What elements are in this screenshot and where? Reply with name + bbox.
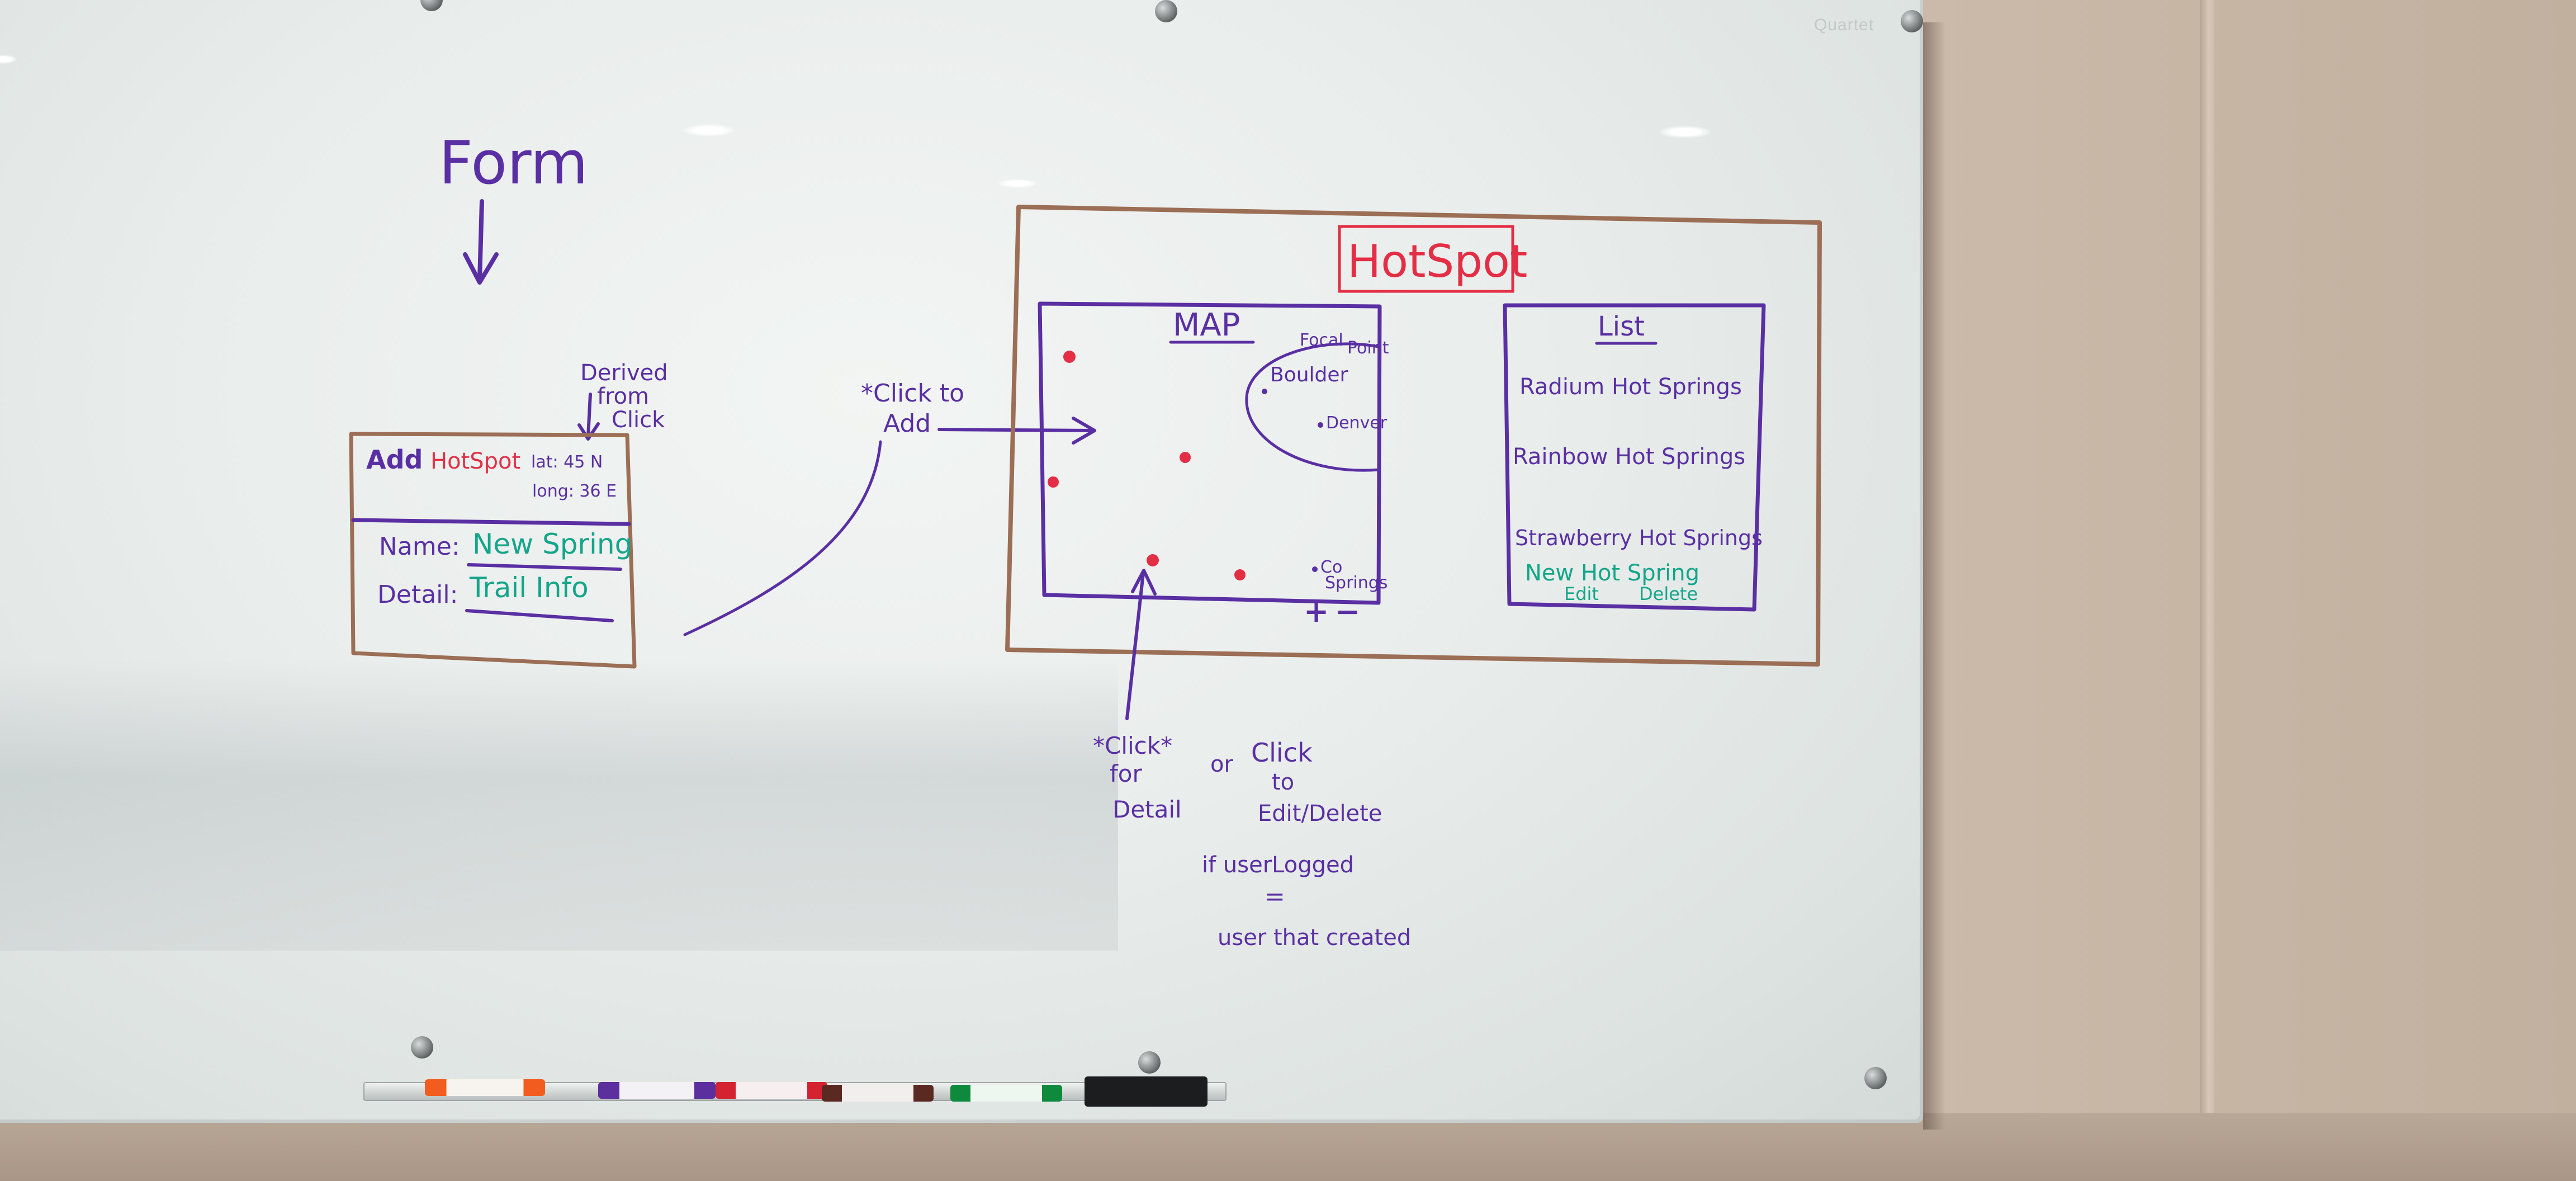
mount-bottom-right <box>1864 1067 1887 1089</box>
list-delete-button[interactable]: Delete <box>1639 583 1698 604</box>
focal-area-circle <box>1245 342 1380 472</box>
hotspot-marker-icon[interactable] <box>1063 351 1076 363</box>
focal-point-label-1: Focal <box>1300 330 1343 350</box>
form-connector-line <box>683 440 882 636</box>
derived-note-line1: Derived <box>580 360 668 386</box>
click-to-add-line1: *Click to <box>861 379 964 408</box>
marker-green[interactable] <box>950 1085 1062 1102</box>
list-item-rainbow[interactable]: Rainbow Hot Springs <box>1513 444 1745 470</box>
condition-line3: user that created <box>1218 925 1411 951</box>
condition-line1: if userLogged <box>1202 852 1354 878</box>
hotspot-marker-icon[interactable] <box>1048 476 1059 488</box>
denver-dot <box>1318 422 1323 428</box>
brand-logo: Quartet <box>1814 16 1874 34</box>
form-down-arrow-icon <box>463 199 499 285</box>
city-denver: Denver <box>1326 413 1388 433</box>
zoom-out-button[interactable]: − <box>1335 594 1360 629</box>
form-name-value[interactable]: New Spring <box>472 528 632 560</box>
click-to-add-arrow-icon <box>937 417 1096 445</box>
list-edit-button[interactable]: Edit <box>1564 583 1599 604</box>
hotspot-marker-icon[interactable] <box>1147 554 1159 566</box>
map-title: MAP <box>1173 307 1240 343</box>
derived-arrow-icon <box>577 393 600 441</box>
condition-line2: = <box>1265 882 1285 911</box>
whiteboard-eraser[interactable] <box>1085 1076 1208 1107</box>
app-title-box <box>1338 225 1514 293</box>
list-item-radium[interactable]: Radium Hot Springs <box>1519 374 1742 400</box>
form-detail-value[interactable]: Trail Info <box>469 571 589 604</box>
edit-delete-line2: to <box>1272 769 1294 795</box>
board-reflection <box>0 660 1118 951</box>
wall-corner <box>2200 0 2214 1181</box>
marker-purple[interactable] <box>598 1082 716 1099</box>
edit-delete-line1: Click <box>1251 738 1313 768</box>
click-for-detail-arrow-icon <box>1125 569 1157 720</box>
mount-bottom-left <box>411 1036 433 1059</box>
whiteboard: Quartet <box>0 0 1923 1123</box>
board-shadow <box>1923 22 1945 1130</box>
ceiling-light-reflection <box>683 124 735 136</box>
form-hotspot-label: HotSpot <box>430 448 520 474</box>
click-for-detail-line3: Detail <box>1112 796 1182 823</box>
hotspot-app-frame: HotSpot <box>1005 205 1822 667</box>
edit-delete-line3: Edit/Delete <box>1258 801 1382 826</box>
form-lat: lat: 45 N <box>531 452 603 472</box>
click-to-add-line2: Add <box>883 409 931 438</box>
hotspot-marker-icon[interactable] <box>1180 452 1191 463</box>
or-label: or <box>1210 752 1233 777</box>
derived-note-line2: from <box>597 384 649 409</box>
mount-top-center <box>1155 0 1177 22</box>
hotspot-markers[interactable] <box>1048 351 1246 580</box>
mount-top-right <box>1901 10 1923 32</box>
marker-brown[interactable] <box>822 1085 934 1102</box>
list-panel: List Radium Hot Springs Rainbow Hot Spri… <box>1503 303 1766 612</box>
marker-orange[interactable] <box>425 1079 545 1096</box>
form-add-label: Add <box>366 445 423 475</box>
mount-bottom-center <box>1138 1051 1161 1074</box>
form-long: long: 36 E <box>532 481 617 501</box>
mount-top-left <box>420 0 443 11</box>
app-title: HotSpot <box>1347 235 1527 287</box>
boulder-dot <box>1262 389 1267 394</box>
hotspot-marker-icon[interactable] <box>1234 569 1246 580</box>
form-card: Add HotSpot lat: 45 N long: 36 E Name: N… <box>349 432 637 669</box>
click-for-detail-line1: *Click* <box>1093 732 1172 759</box>
co-springs-dot <box>1312 566 1318 572</box>
city-co: Co <box>1320 558 1342 577</box>
list-title: List <box>1598 311 1645 342</box>
zoom-in-button[interactable]: + <box>1304 594 1329 629</box>
city-springs: Springs <box>1325 573 1388 593</box>
form-name-label: Name: <box>379 532 460 561</box>
ceiling-light-reflection <box>1659 126 1711 138</box>
map-panel[interactable]: MAP Focal Point Boulder Denver Co Spring… <box>1038 301 1389 629</box>
floor-shadow <box>0 1113 2576 1181</box>
focal-point-label-2: Point <box>1347 338 1389 358</box>
list-item-strawberry[interactable]: Strawberry Hot Springs <box>1515 526 1763 550</box>
click-for-detail-line2: for <box>1110 760 1142 787</box>
form-detail-label: Detail: <box>377 580 458 609</box>
ceiling-light-reflection <box>0 55 17 64</box>
form-title: Form <box>439 129 588 197</box>
marker-red[interactable] <box>716 1082 827 1099</box>
city-boulder: Boulder <box>1270 363 1348 386</box>
list-item-new[interactable]: New Hot Spring <box>1525 560 1699 586</box>
derived-note-line3: Click <box>612 407 665 433</box>
ceiling-light-reflection <box>998 179 1037 188</box>
